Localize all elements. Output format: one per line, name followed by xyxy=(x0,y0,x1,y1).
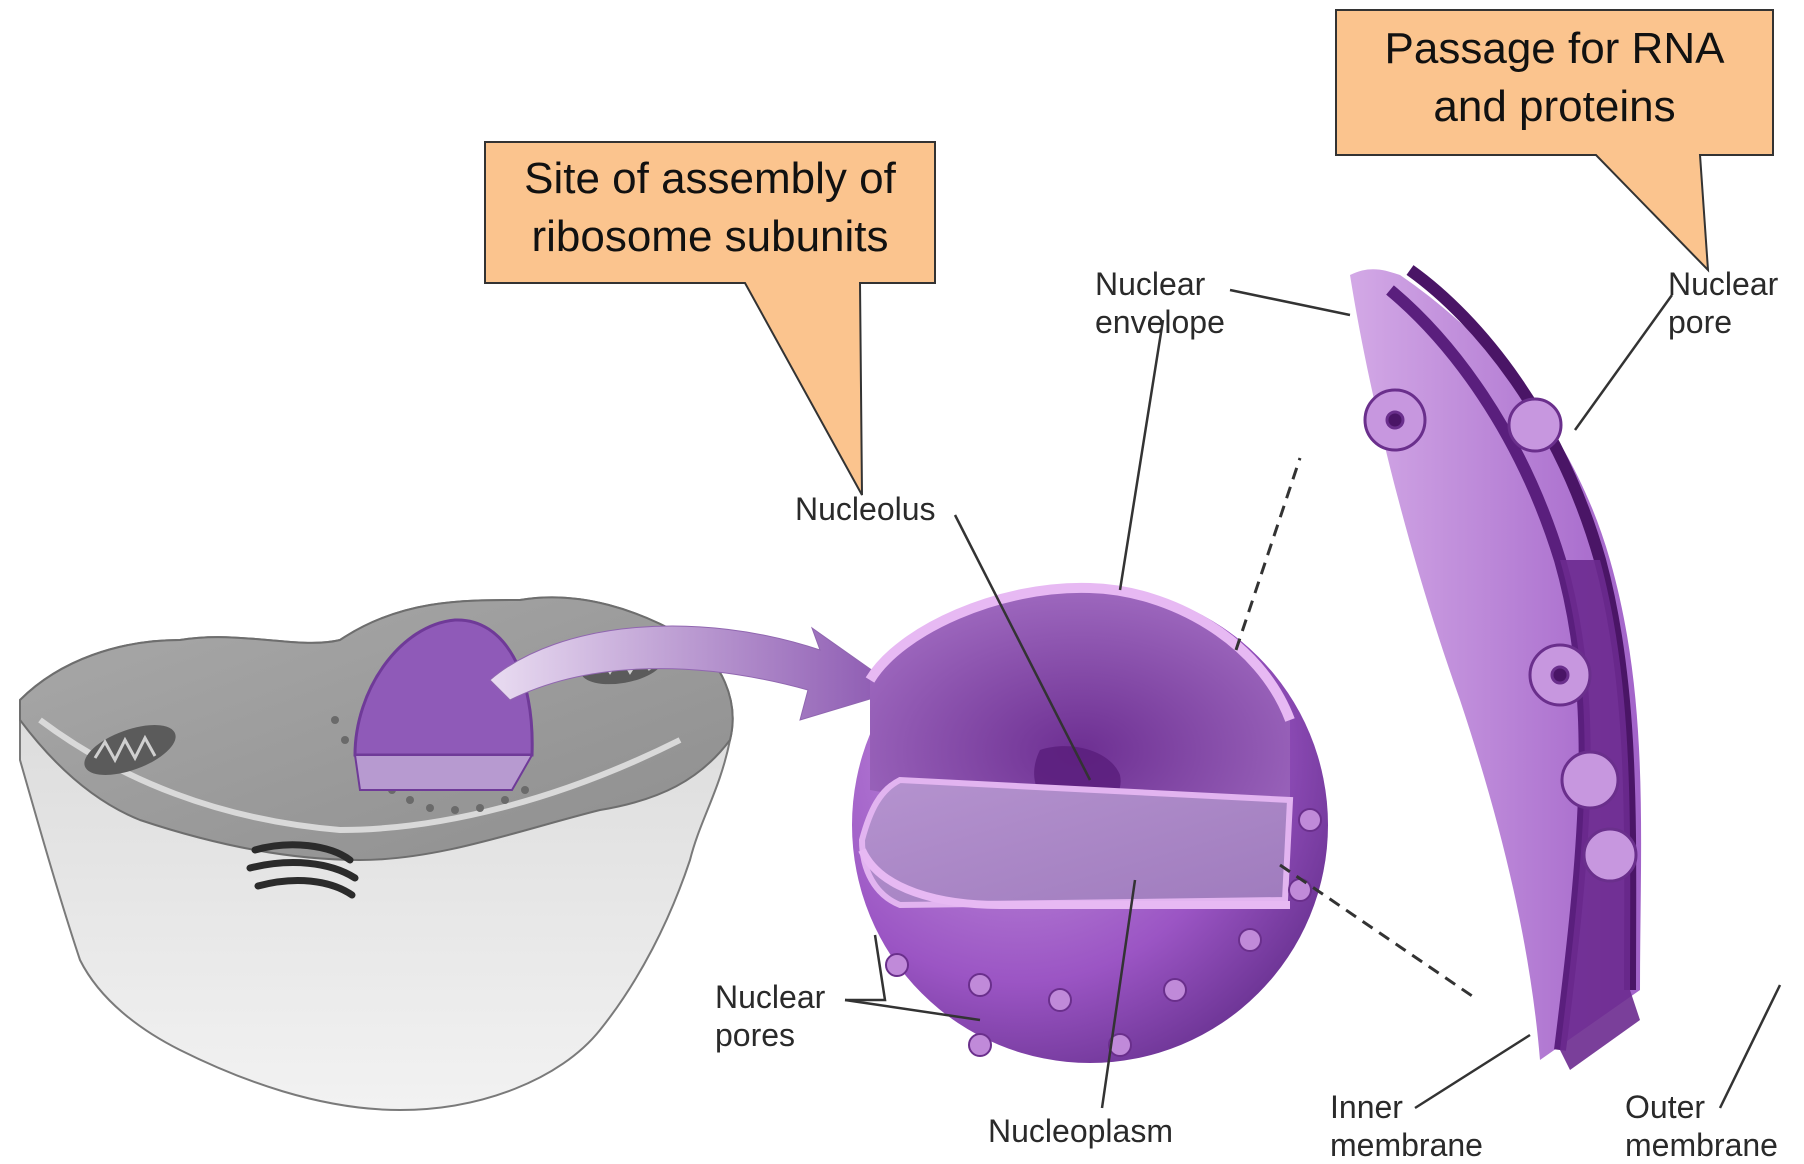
label-nuclear-pore-line2: pore xyxy=(1668,303,1778,341)
label-nuclear-pores-line1: Nuclear xyxy=(715,978,825,1016)
label-outer-membrane-line1: Outer xyxy=(1625,1088,1778,1126)
callout-passage-line2: and proteins xyxy=(1336,78,1773,136)
callout-ribosome-text: Site of assembly of ribosome subunits xyxy=(485,150,935,266)
nucleus-sphere xyxy=(852,587,1328,1063)
label-nucleolus: Nucleolus xyxy=(795,490,936,528)
cell-illustration xyxy=(20,597,733,1110)
label-inner-membrane: Inner membrane xyxy=(1330,1088,1483,1164)
label-nuclear-pore: Nuclear pore xyxy=(1668,265,1778,341)
label-outer-membrane-line2: membrane xyxy=(1625,1126,1778,1164)
label-nuclear-pore-line1: Nuclear xyxy=(1668,265,1778,303)
label-nuclear-envelope-line2: envelope xyxy=(1095,303,1225,341)
label-outer-membrane: Outer membrane xyxy=(1625,1088,1778,1164)
cell-nucleus-cut xyxy=(355,755,532,790)
label-nuclear-envelope: Nuclear envelope xyxy=(1095,265,1225,341)
envelope-slab xyxy=(1236,269,1641,1070)
label-inner-membrane-line2: membrane xyxy=(1330,1126,1483,1164)
callout-ribosome-line2: ribosome subunits xyxy=(485,208,935,266)
label-inner-membrane-line1: Inner xyxy=(1330,1088,1483,1126)
callout-passage-line1: Passage for RNA xyxy=(1336,20,1773,78)
nucleus-cut-face xyxy=(862,780,1290,905)
label-nuclear-pores-line2: pores xyxy=(715,1016,825,1054)
label-nuclear-envelope-line1: Nuclear xyxy=(1095,265,1225,303)
dashed-connector-top xyxy=(1236,458,1300,650)
label-nuclear-pores: Nuclear pores xyxy=(715,978,825,1054)
label-nucleoplasm: Nucleoplasm xyxy=(988,1112,1173,1150)
callout-passage-text: Passage for RNA and proteins xyxy=(1336,20,1773,136)
callout-ribosome-line1: Site of assembly of xyxy=(485,150,935,208)
